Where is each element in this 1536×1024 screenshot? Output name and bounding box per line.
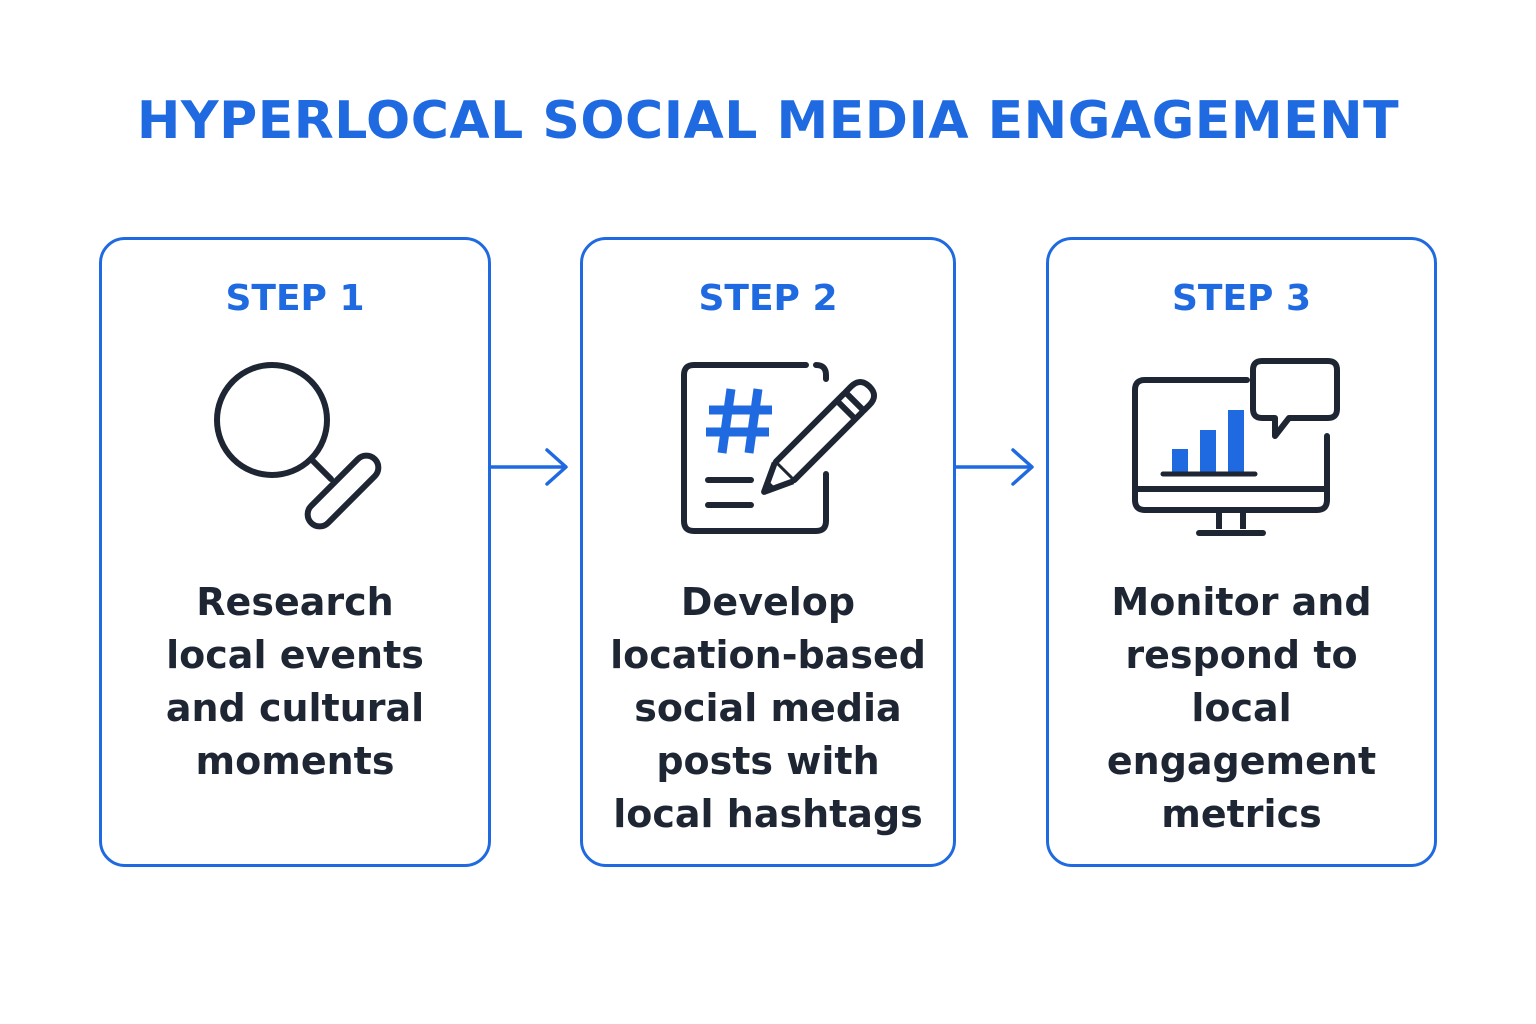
page-title: HYPERLOCAL SOCIAL MEDIA ENGAGEMENT	[136, 91, 1400, 151]
hashtag-document-pencil-icon	[681, 362, 878, 534]
description-line: local	[1191, 686, 1292, 730]
description-line: engagement	[1106, 739, 1377, 783]
description-line: Monitor and	[1111, 580, 1372, 624]
step-description: Monitor and respond to local engagement …	[1049, 576, 1434, 841]
step-card-3: STEP 3 Monitor and respond to local enga…	[1046, 237, 1437, 867]
step-label: STEP 3	[1171, 278, 1312, 319]
arrow-right-icon	[491, 448, 568, 486]
step-description: Develop location-based social media post…	[583, 576, 953, 841]
description-line: social media	[634, 686, 902, 730]
step-description: Research local events and cultural momen…	[102, 576, 488, 788]
step-label: STEP 1	[225, 278, 365, 319]
description-line: and cultural	[165, 686, 425, 730]
arrow-right-icon	[956, 448, 1034, 486]
step-card-2: STEP 2 Develop location-based social med…	[580, 237, 956, 867]
description-line: local events	[166, 633, 424, 677]
magnifying-glass-icon	[214, 362, 382, 530]
description-line: respond to	[1125, 633, 1358, 677]
description-line: moments	[195, 739, 395, 783]
description-line: metrics	[1161, 792, 1322, 836]
description-line: posts with	[656, 739, 880, 783]
description-line: location-based	[610, 633, 926, 677]
step-card-1: STEP 1 Research local events and cultura…	[99, 237, 491, 867]
description-line: Develop	[680, 580, 856, 624]
monitor-chart-chat-icon	[1132, 358, 1340, 536]
description-line: local hashtags	[613, 792, 923, 836]
step-label: STEP 2	[698, 278, 838, 319]
description-line: Research	[196, 580, 394, 624]
